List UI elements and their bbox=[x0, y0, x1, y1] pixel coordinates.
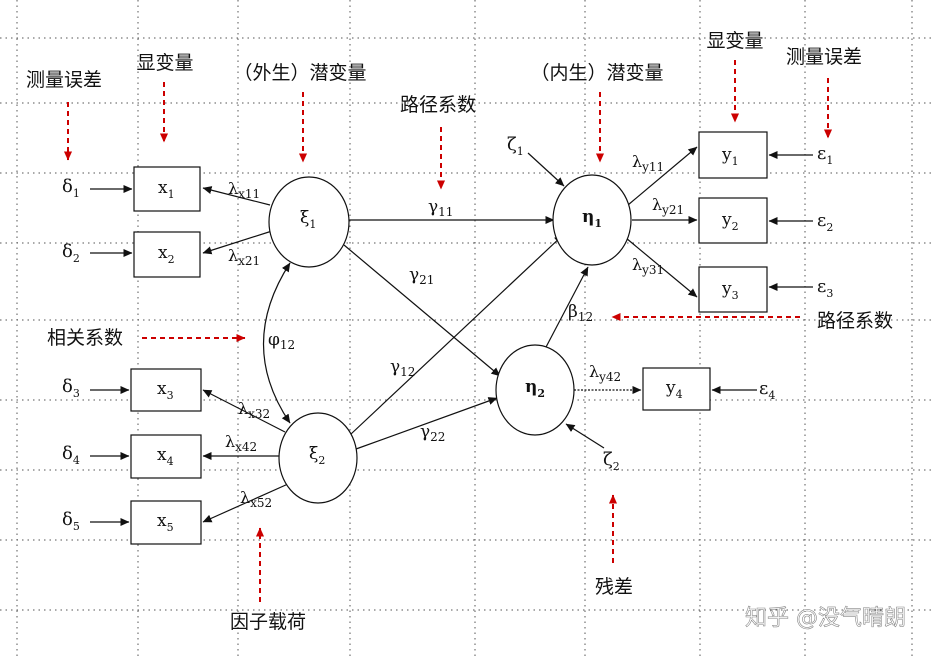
box-x3 bbox=[130, 368, 202, 412]
symbol-labels: x1 x2 x3 x4 x5 y1 y2 y3 y4 ξ1 ξ2 η1 η2 δ… bbox=[62, 134, 833, 534]
label-y2: y2 bbox=[721, 210, 739, 233]
path-eta2-eta1 bbox=[544, 266, 589, 350]
label-lambda-x21: λx21 bbox=[228, 246, 260, 268]
path-xi2-eta1 bbox=[350, 234, 564, 435]
ellipse-xi1 bbox=[268, 176, 350, 268]
label-y3: y3 bbox=[721, 279, 739, 302]
label-measurement-error-right: 测量误差 bbox=[786, 46, 862, 68]
path-xi1-x2 bbox=[202, 230, 273, 255]
latent-ellipses bbox=[268, 174, 632, 504]
label-y4: y4 bbox=[665, 378, 683, 401]
label-path-coefficient-top: 路径系数 bbox=[400, 94, 476, 116]
box-y3 bbox=[698, 266, 768, 313]
label-lambda-x52: λx52 bbox=[240, 488, 272, 510]
label-d5: δ5 bbox=[62, 509, 80, 533]
error-arrows bbox=[90, 150, 813, 527]
box-y4 bbox=[642, 367, 711, 411]
path-xi1-eta2 bbox=[343, 244, 501, 377]
label-residual: 残差 bbox=[595, 576, 633, 598]
path-xi1-x1 bbox=[202, 186, 271, 206]
box-x1 bbox=[133, 166, 201, 212]
label-e3: ε3 bbox=[817, 276, 833, 300]
label-d4: δ4 bbox=[62, 443, 80, 467]
label-beta-12: β12 bbox=[568, 302, 593, 324]
label-gamma-21: γ21 bbox=[409, 265, 434, 287]
label-eta1: η1 bbox=[582, 207, 602, 230]
indicator-boxes bbox=[130, 131, 768, 545]
label-endogenous-latent: （内生）潜变量 bbox=[530, 62, 663, 84]
ellipse-xi2 bbox=[278, 412, 358, 504]
label-factor-loading: 因子载荷 bbox=[230, 611, 306, 633]
label-y1: y1 bbox=[721, 145, 739, 168]
label-gamma-22: γ22 bbox=[420, 422, 445, 444]
label-lambda-y21: λy21 bbox=[652, 195, 684, 217]
box-y1 bbox=[698, 131, 768, 179]
label-path-coefficient-right: 路径系数 bbox=[817, 310, 893, 332]
label-x3: x3 bbox=[157, 379, 174, 402]
path-eta1-y3 bbox=[625, 237, 698, 298]
label-manifest-variable-right: 显变量 bbox=[706, 30, 763, 52]
label-x5: x5 bbox=[157, 511, 174, 534]
label-d1: δ1 bbox=[62, 176, 80, 200]
label-lambda-x42: λx42 bbox=[225, 432, 257, 454]
label-lambda-y31: λy31 bbox=[632, 255, 664, 277]
label-lambda-y11: λy11 bbox=[632, 152, 664, 174]
annotation-labels: 测量误差 显变量 （外生）潜变量 路径系数 （内生）潜变量 显变量 测量误差 相… bbox=[26, 30, 893, 633]
label-e2: ε2 bbox=[817, 210, 833, 234]
label-measurement-error-left: 测量误差 bbox=[26, 69, 102, 91]
label-manifest-variable-left: 显变量 bbox=[136, 52, 193, 74]
label-z2: ζ2 bbox=[603, 449, 620, 473]
label-d3: δ3 bbox=[62, 376, 80, 400]
box-x4 bbox=[130, 434, 202, 479]
label-xi2: ξ2 bbox=[309, 444, 325, 467]
label-e4: ε4 bbox=[759, 378, 775, 402]
label-e1: ε1 bbox=[817, 143, 833, 167]
box-x2 bbox=[133, 231, 201, 278]
path-xi2-x5 bbox=[202, 483, 289, 523]
path-eta1-y1 bbox=[627, 146, 698, 206]
label-xi1: ξ1 bbox=[300, 208, 316, 231]
label-exogenous-latent: （外生）潜变量 bbox=[233, 62, 366, 84]
label-lambda-x32: λx32 bbox=[238, 399, 270, 421]
label-gamma-12: γ12 bbox=[390, 357, 415, 379]
label-x2: x2 bbox=[158, 243, 175, 266]
box-x5 bbox=[130, 500, 202, 545]
label-phi-12: φ12 bbox=[268, 330, 295, 352]
label-x4: x4 bbox=[157, 445, 174, 468]
path-arrows bbox=[202, 146, 698, 523]
label-gamma-11: γ11 bbox=[428, 197, 453, 219]
ellipse-eta1 bbox=[552, 174, 632, 266]
label-z1: ζ1 bbox=[507, 134, 524, 158]
label-lambda-x11: λx11 bbox=[228, 179, 260, 201]
label-eta2: η2 bbox=[525, 377, 545, 400]
annotation-arrows bbox=[63, 60, 833, 602]
ellipse-eta2 bbox=[495, 344, 575, 436]
covariance-xi1-xi2 bbox=[262, 262, 291, 424]
label-correlation-coefficient: 相关系数 bbox=[47, 327, 123, 349]
path-xi2-eta2 bbox=[355, 397, 498, 450]
label-lambda-y42: λy42 bbox=[589, 362, 621, 384]
box-y2 bbox=[698, 197, 768, 244]
label-d2: δ2 bbox=[62, 241, 80, 265]
path-xi2-x3 bbox=[202, 389, 286, 433]
label-x1: x1 bbox=[158, 178, 175, 201]
watermark: 知乎 @没气晴朗 bbox=[745, 606, 906, 631]
